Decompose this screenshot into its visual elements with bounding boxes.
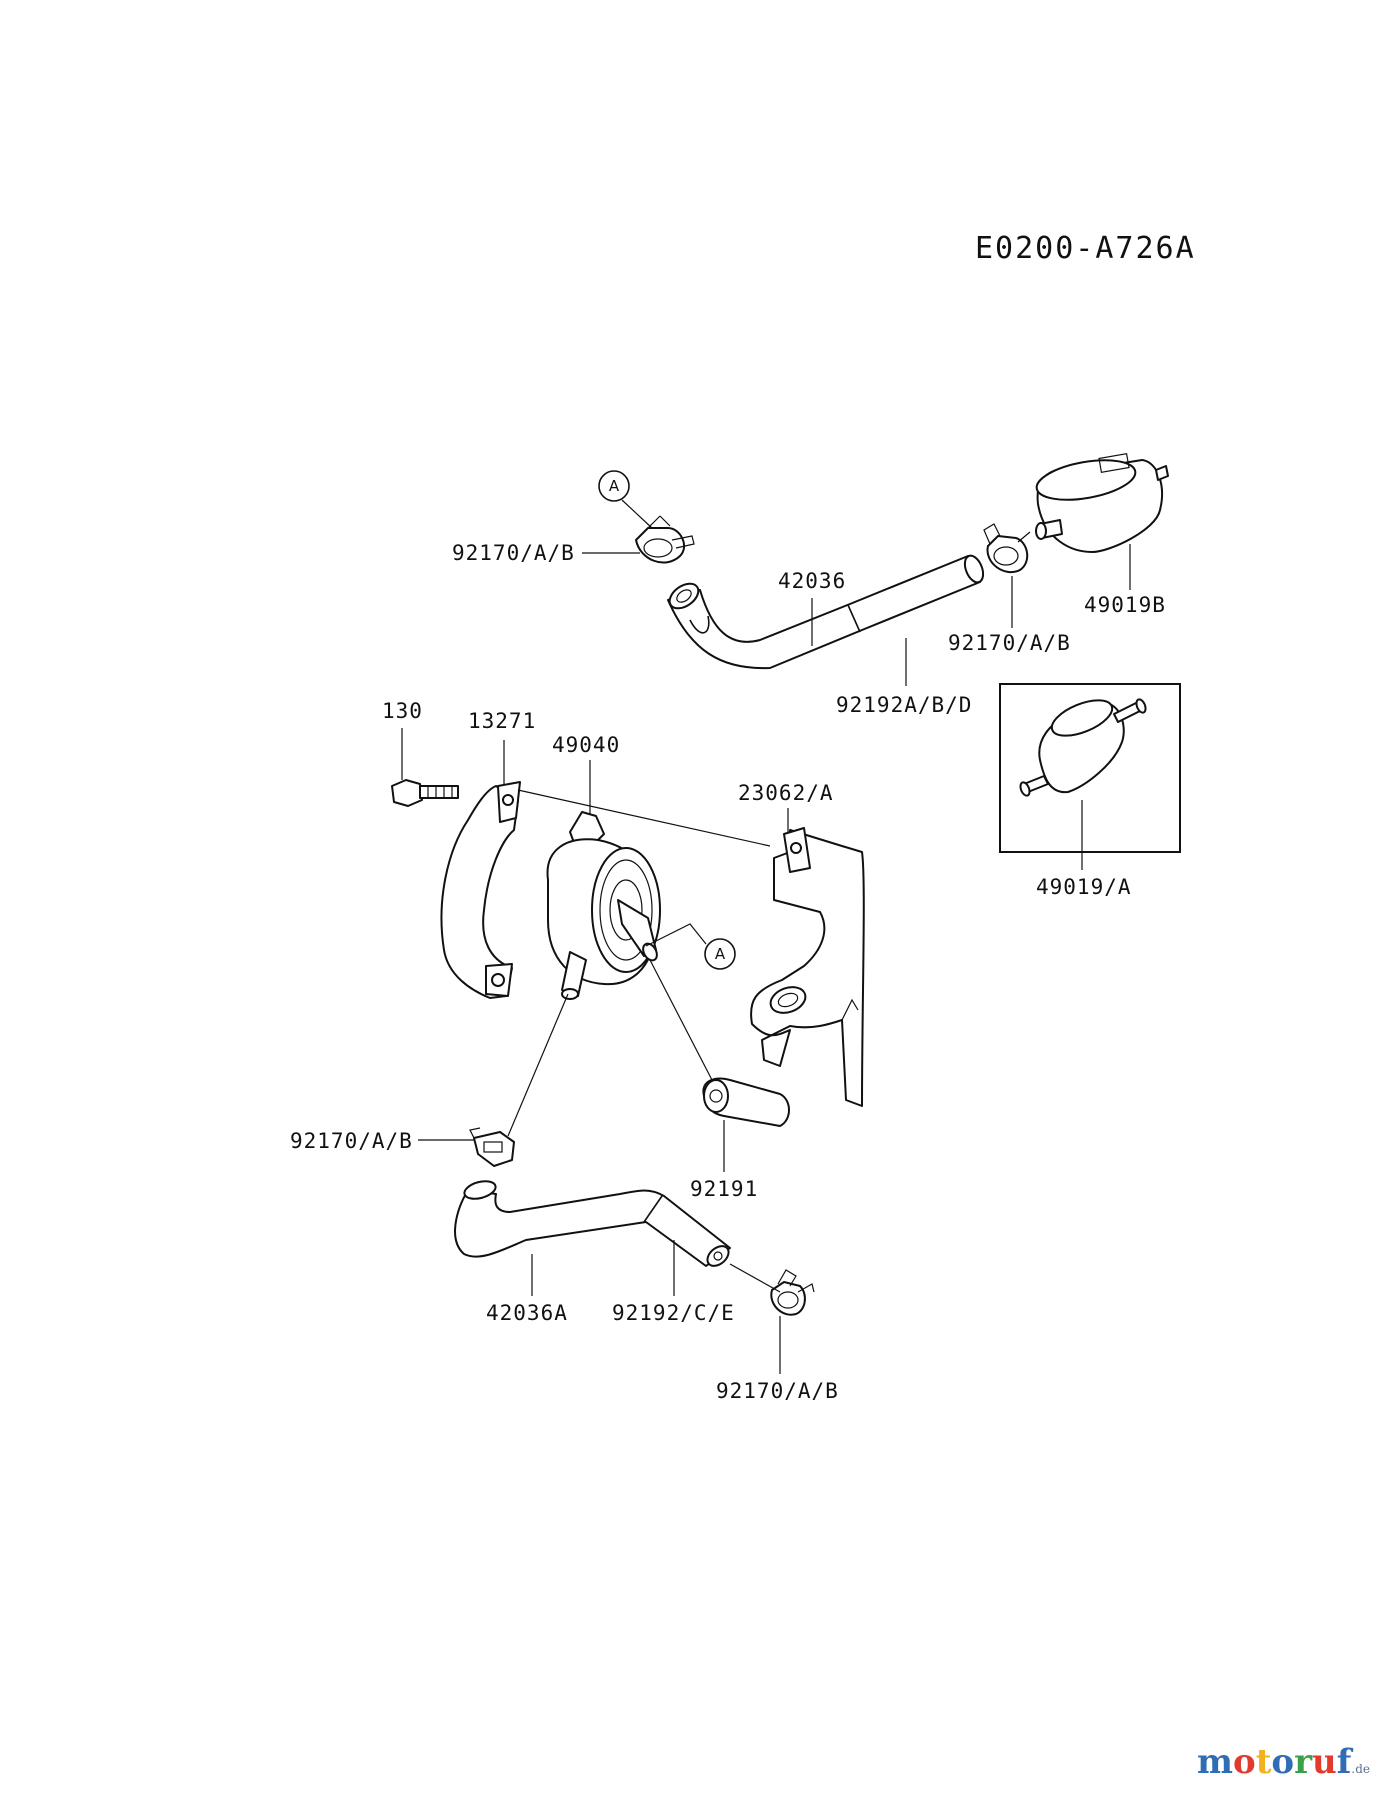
bracket-plate[interactable] xyxy=(440,781,521,999)
logo-letter: t xyxy=(1255,1742,1272,1782)
label-hose-upper: 42036 xyxy=(778,569,846,593)
logo-letters: motoruf xyxy=(1197,1742,1351,1782)
label-clamp-bottom: 92170/A/B xyxy=(716,1379,839,1403)
label-mount-bracket: 23062/A xyxy=(738,781,834,805)
ref-marker-a-pump: A xyxy=(704,938,736,970)
bolt[interactable] xyxy=(391,779,459,807)
logo-letter: o xyxy=(1233,1742,1256,1782)
label-hose-lower-sleeve: 92192/C/E xyxy=(612,1301,735,1325)
label-filter-b: 49019B xyxy=(1084,593,1166,617)
logo-letter: r xyxy=(1294,1742,1313,1782)
clamp-top-left[interactable] xyxy=(635,515,695,564)
label-clamp-mid-left: 92170/A/B xyxy=(290,1129,413,1153)
label-fuel-pump: 49040 xyxy=(552,733,620,757)
label-bolt: 130 xyxy=(382,699,423,723)
svg-text:A: A xyxy=(609,477,620,495)
svg-text:A: A xyxy=(715,945,726,963)
logo-letter: f xyxy=(1336,1742,1352,1782)
leader-lines xyxy=(401,544,1131,1374)
fuel-pump[interactable] xyxy=(546,811,661,1000)
label-hose-upper-sleeve: 92192A/B/D xyxy=(836,693,972,717)
lower-hose[interactable] xyxy=(454,1178,732,1270)
label-clamp-top-left: 92170/A/B xyxy=(452,541,575,565)
clamp-mid-left[interactable] xyxy=(469,1127,515,1167)
label-clamp-top-right: 92170/A/B xyxy=(948,631,1071,655)
hose-cap[interactable] xyxy=(702,1077,790,1127)
label-cap: 92191 xyxy=(690,1177,758,1201)
upper-hose[interactable] xyxy=(665,553,987,670)
logo-suffix: .de xyxy=(1351,1762,1370,1776)
clamp-top-right[interactable] xyxy=(983,523,1031,573)
fuel-filter-b[interactable] xyxy=(1034,452,1169,553)
label-filter-a: 49019/A xyxy=(1036,875,1132,899)
logo-letter: m xyxy=(1197,1742,1233,1782)
label-hose-lower: 42036A xyxy=(486,1301,568,1325)
diagram-code: E0200-A726A xyxy=(975,231,1196,266)
logo-letter: o xyxy=(1271,1742,1295,1782)
logo-letter: u xyxy=(1312,1742,1337,1782)
motoruf-logo: motoruf.de xyxy=(1197,1742,1370,1782)
label-bracket-plate: 13271 xyxy=(468,709,536,733)
clamp-bottom[interactable] xyxy=(770,1269,815,1316)
ref-marker-a-top: A xyxy=(598,470,630,502)
mount-bracket[interactable] xyxy=(750,827,865,1107)
fuel-filter-a-box[interactable] xyxy=(999,683,1181,853)
